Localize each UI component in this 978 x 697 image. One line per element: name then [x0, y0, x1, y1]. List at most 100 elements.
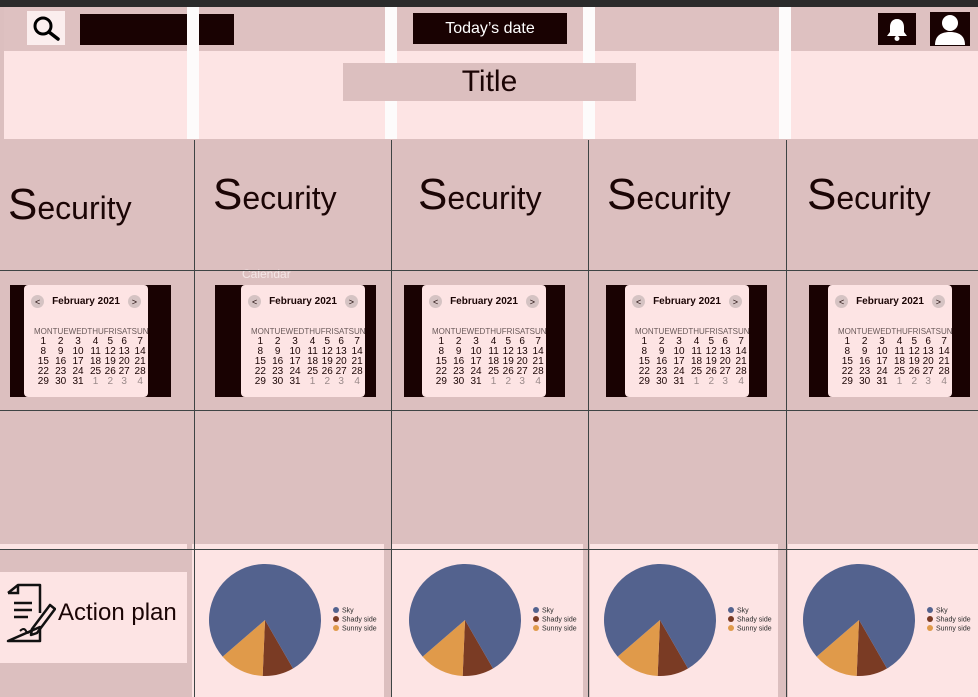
calendar-day[interactable]: 22: [37, 366, 49, 377]
calendar-day[interactable]: 26: [502, 366, 514, 377]
calendar-day[interactable]: 28: [938, 366, 950, 377]
calendar-day[interactable]: 2: [274, 336, 281, 347]
calendar-day[interactable]: 9: [861, 346, 868, 357]
calendar-day[interactable]: 6: [338, 336, 344, 347]
next-month-button[interactable]: >: [127, 295, 141, 308]
calendar-day[interactable]: 8: [844, 346, 851, 357]
calendar-day[interactable]: 2: [911, 376, 918, 387]
calendar-day[interactable]: 31: [72, 376, 84, 387]
calendar-day[interactable]: 2: [455, 336, 462, 347]
calendar-day[interactable]: 28: [351, 366, 363, 377]
calendar-day[interactable]: 3: [676, 336, 682, 347]
next-month-button[interactable]: >: [525, 295, 539, 308]
calendar-day[interactable]: 6: [519, 336, 525, 347]
calendar-day[interactable]: 14: [532, 346, 544, 357]
calendar-day[interactable]: 27: [118, 366, 130, 377]
calendar-day[interactable]: 7: [738, 336, 744, 347]
calendar-day[interactable]: 24: [470, 366, 482, 377]
calendar-day[interactable]: 26: [908, 366, 920, 377]
calendar-day[interactable]: 4: [137, 376, 143, 387]
calendar-day[interactable]: 21: [532, 356, 544, 367]
prev-month-button[interactable]: <: [429, 295, 443, 308]
calendar-day[interactable]: 1: [40, 336, 47, 347]
calendar-day[interactable]: 30: [55, 376, 67, 387]
calendar-day[interactable]: 16: [453, 356, 465, 367]
calendar-day[interactable]: 22: [841, 366, 853, 377]
calendar-day[interactable]: 1: [641, 336, 648, 347]
calendar-day[interactable]: 14: [735, 346, 747, 357]
calendar-day[interactable]: 22: [254, 366, 266, 377]
calendar-day[interactable]: 6: [722, 336, 728, 347]
calendar-day[interactable]: 3: [121, 376, 127, 387]
calendar-day[interactable]: 11: [894, 346, 905, 357]
calendar-day[interactable]: 21: [351, 356, 363, 367]
calendar-day[interactable]: 9: [274, 346, 281, 357]
profile-button[interactable]: [930, 12, 970, 46]
calendar-day[interactable]: 24: [289, 366, 301, 377]
calendar-day[interactable]: 2: [107, 376, 114, 387]
calendar-day[interactable]: 12: [104, 346, 116, 357]
calendar-day[interactable]: 20: [719, 356, 731, 367]
calendar-day[interactable]: 19: [705, 356, 717, 367]
calendar-day[interactable]: 23: [656, 366, 668, 377]
calendar-day[interactable]: 13: [335, 346, 347, 357]
calendar-day[interactable]: 23: [453, 366, 465, 377]
calendar-day[interactable]: 1: [896, 376, 903, 387]
prev-month-button[interactable]: <: [248, 295, 262, 308]
calendar-day[interactable]: 28: [134, 366, 146, 377]
calendar-day[interactable]: 30: [453, 376, 465, 387]
calendar-day[interactable]: 21: [938, 356, 950, 367]
calendar-day[interactable]: 2: [708, 376, 715, 387]
calendar-day[interactable]: 24: [72, 366, 84, 377]
calendar-day[interactable]: 20: [335, 356, 347, 367]
calendar-day[interactable]: 14: [134, 346, 146, 357]
calendar-day[interactable]: 21: [735, 356, 747, 367]
calendar-day[interactable]: 4: [309, 336, 316, 347]
calendar-day[interactable]: 13: [516, 346, 528, 357]
calendar-day[interactable]: 4: [92, 336, 99, 347]
calendar-day[interactable]: 24: [673, 366, 685, 377]
calendar-day[interactable]: 18: [894, 356, 906, 367]
calendar-day[interactable]: 4: [738, 376, 744, 387]
calendar-day[interactable]: 4: [693, 336, 700, 347]
calendar-day[interactable]: 10: [673, 346, 685, 357]
calendar-day[interactable]: 22: [435, 366, 447, 377]
calendar-day[interactable]: 4: [354, 376, 360, 387]
calendar-day[interactable]: 3: [879, 336, 885, 347]
calendar-day[interactable]: 2: [505, 376, 512, 387]
calendar-day[interactable]: 1: [490, 376, 497, 387]
calendar-day[interactable]: 12: [705, 346, 717, 357]
calendar-day[interactable]: 20: [922, 356, 934, 367]
calendar-day[interactable]: 5: [107, 336, 114, 347]
calendar-day[interactable]: 17: [72, 356, 84, 367]
calendar-day[interactable]: 15: [254, 356, 266, 367]
calendar-day[interactable]: 13: [118, 346, 130, 357]
calendar-day[interactable]: 20: [118, 356, 130, 367]
calendar-day[interactable]: 17: [289, 356, 301, 367]
calendar-day[interactable]: 7: [535, 336, 541, 347]
calendar-day[interactable]: 18: [307, 356, 319, 367]
calendar-day[interactable]: 25: [90, 366, 102, 377]
calendar-day[interactable]: 3: [338, 376, 344, 387]
calendar-day[interactable]: 30: [656, 376, 668, 387]
calendar-day[interactable]: 28: [532, 366, 544, 377]
calendar-day[interactable]: 18: [488, 356, 500, 367]
calendar-day[interactable]: 4: [941, 376, 947, 387]
calendar-day[interactable]: 29: [841, 376, 853, 387]
calendar-day[interactable]: 1: [257, 336, 264, 347]
calendar-day[interactable]: 1: [693, 376, 700, 387]
calendar-day[interactable]: 29: [37, 376, 49, 387]
calendar-day[interactable]: 26: [104, 366, 116, 377]
calendar-day[interactable]: 27: [922, 366, 934, 377]
calendar-day[interactable]: 26: [705, 366, 717, 377]
calendar-day[interactable]: 27: [335, 366, 347, 377]
calendar-day[interactable]: 31: [673, 376, 685, 387]
notifications-button[interactable]: [878, 13, 916, 45]
calendar-day[interactable]: 27: [516, 366, 528, 377]
prev-month-button[interactable]: <: [31, 295, 45, 308]
calendar-day[interactable]: 16: [656, 356, 668, 367]
calendar-day[interactable]: 2: [861, 336, 868, 347]
calendar-day[interactable]: 8: [641, 346, 648, 357]
next-month-button[interactable]: >: [344, 295, 358, 308]
next-month-button[interactable]: >: [931, 295, 945, 308]
